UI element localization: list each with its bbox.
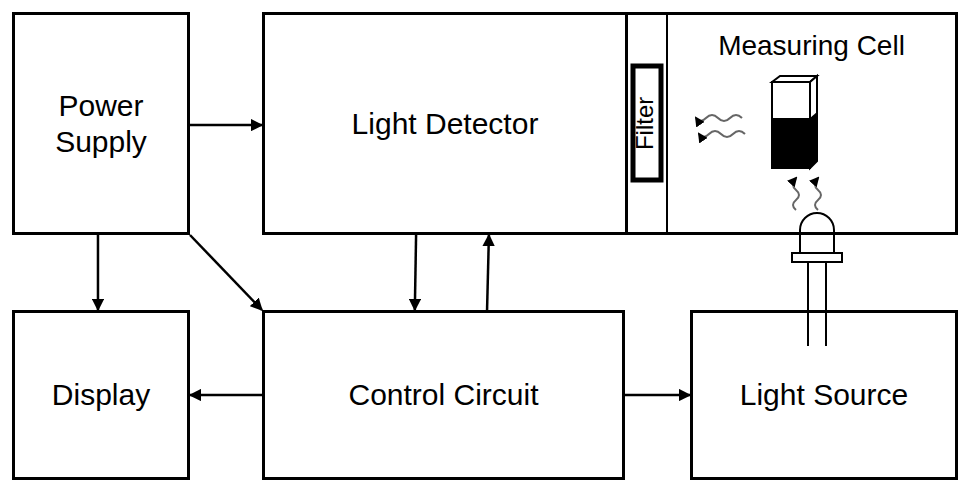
process-box: Light Source — [690, 310, 958, 480]
node-label: Power Supply — [31, 88, 171, 160]
node-label: Control Circuit — [348, 377, 538, 413]
process-box: Display — [12, 310, 190, 480]
cuvette — [772, 76, 817, 168]
node-label: Light Source — [740, 377, 908, 413]
process-box: Light Detector — [262, 12, 628, 235]
arrow-connector — [190, 394, 262, 397]
filter-band: Filter — [625, 12, 668, 235]
process-box: Power Supply — [12, 12, 190, 235]
process-box: Control Circuit — [262, 310, 625, 480]
light-rays — [696, 115, 745, 137]
arrow-connector — [487, 235, 489, 310]
node-label: Filter — [631, 97, 660, 150]
measuring-cell: Measuring Cell — [668, 12, 958, 235]
arrow-connector — [190, 235, 262, 310]
arrow-connector — [190, 124, 262, 127]
arrow-connector — [415, 235, 416, 310]
led-rays — [793, 178, 821, 210]
arrow-connector — [97, 235, 100, 310]
node-label: Light Detector — [352, 106, 539, 142]
node-label: Measuring Cell — [718, 29, 905, 63]
arrow-connector — [625, 394, 690, 397]
node-label: Display — [52, 377, 150, 413]
